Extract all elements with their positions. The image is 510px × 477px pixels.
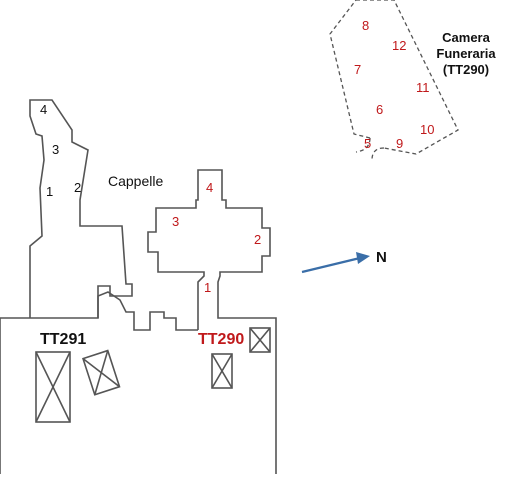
tt291-room-2: 2: [74, 180, 81, 195]
tt291-shaft-large: [35, 351, 71, 423]
tt291-room-3: 3: [52, 142, 59, 157]
chamber-room-10: 10: [420, 122, 434, 137]
tt290-shaft-square: [249, 327, 271, 353]
tt290-shaft-small: [211, 353, 233, 389]
tt291-shaft-tilted: [82, 349, 121, 396]
tt290-room-3: 3: [172, 214, 179, 229]
tt291-chapel-lower: [97, 291, 198, 331]
tt291-label: TT291: [40, 331, 86, 348]
tt291-room-4: 4: [40, 102, 47, 117]
north-arrow: [301, 252, 370, 274]
chamber-room-6: 6: [376, 102, 383, 117]
chamber-room-7: 7: [354, 62, 361, 77]
chamber-room-5: 5: [364, 136, 371, 151]
camera-label-line1: Camera: [442, 30, 490, 45]
tt290-room-1: 1: [204, 280, 211, 295]
chamber-room-8: 8: [362, 18, 369, 33]
camera-label-line3: (TT290): [443, 62, 489, 77]
chamber-room-9: 9: [396, 136, 403, 151]
tt290-label: TT290: [198, 331, 244, 348]
courtyard-boundary: [0, 99, 133, 319]
tt290-chapel: [147, 169, 277, 474]
camera-label-line2: Funeraria: [436, 46, 496, 61]
chamber-room-12: 12: [392, 38, 406, 53]
chamber-room-11: 11: [416, 80, 430, 95]
north-label: N: [376, 249, 387, 266]
tt290-room-2: 2: [254, 232, 261, 247]
burial-chamber-outline: [329, 0, 459, 161]
cappelle-label: Cappelle: [108, 173, 163, 189]
tt291-room-1: 1: [46, 184, 53, 199]
tt290-room-4: 4: [206, 180, 213, 195]
